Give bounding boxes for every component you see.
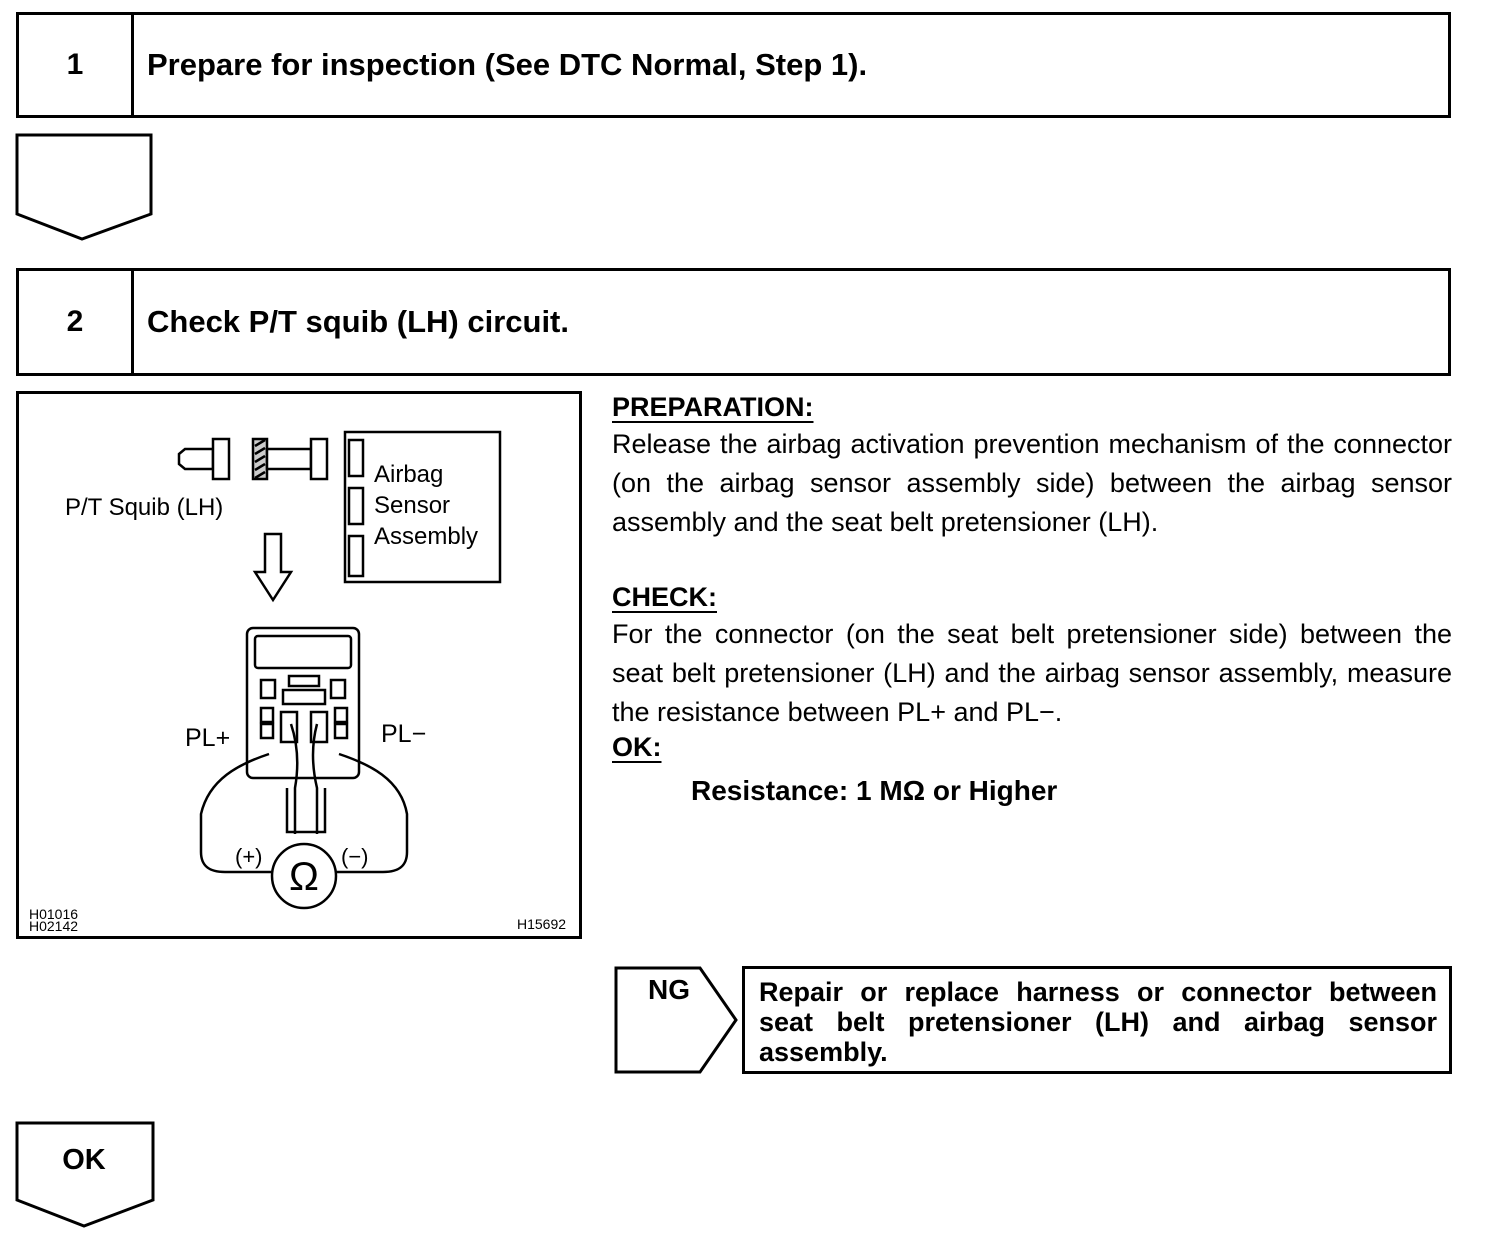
ng-result: NG Repair or replace harness or connecto…	[612, 964, 1454, 1076]
step-1-number: 1	[19, 15, 134, 115]
ok-label: OK:	[612, 732, 662, 762]
step-2-box: 2 Check P/T squib (LH) circuit.	[16, 268, 1451, 376]
instruction-column: PREPARATION: Release the airbag activati…	[612, 392, 1452, 807]
squib-connector-icon	[177, 437, 329, 481]
connector-face-icon	[245, 626, 361, 834]
sensor-label-line2: Sensor	[374, 492, 450, 519]
sensor-label-line1: Airbag	[374, 461, 443, 488]
ref-code-1: H01016	[29, 906, 78, 922]
pl-plus-label: PL+	[185, 724, 230, 752]
meter-plus-label: (+)	[235, 844, 263, 869]
step-2-title: Check P/T squib (LH) circuit.	[147, 304, 569, 339]
ok-flow-arrow: OK	[14, 1120, 160, 1232]
ng-label: NG	[648, 974, 690, 1005]
squib-label: P/T Squib (LH)	[65, 494, 223, 521]
step-1-title: Prepare for inspection (See DTC Normal, …	[147, 47, 868, 82]
step-2-number: 2	[19, 271, 134, 373]
step-1-box: 1 Prepare for inspection (See DTC Normal…	[16, 12, 1451, 118]
pl-minus-label: PL−	[381, 720, 426, 748]
ng-action-text: Repair or replace harness or connector b…	[759, 977, 1437, 1067]
meter-minus-label: (−)	[341, 844, 369, 869]
ok-flow-label: OK	[62, 1144, 106, 1176]
check-label: CHECK:	[612, 582, 717, 612]
down-arrow-icon	[252, 532, 294, 603]
ng-action-box: Repair or replace harness or connector b…	[742, 966, 1452, 1074]
sensor-label-line3: Assembly	[374, 523, 478, 550]
ng-arrow-icon	[614, 966, 738, 1074]
meter-leads	[199, 752, 409, 874]
preparation-text: Release the airbag activation prevention…	[612, 429, 1452, 537]
ohmmeter-icon	[270, 842, 338, 910]
preparation-label: PREPARATION:	[612, 392, 814, 422]
circuit-diagram: P/T Squib (LH) Airbag Sensor Assembly	[16, 391, 582, 939]
ref-code-2: H02142	[29, 918, 78, 934]
check-text: For the connector (on the seat belt pret…	[612, 619, 1452, 727]
airbag-sensor-box-icon	[343, 430, 502, 584]
flow-arrow-down-icon	[15, 133, 153, 241]
ok-flow-arrow-icon	[15, 1121, 155, 1228]
ohmmeter-symbol: Ω	[289, 855, 319, 899]
ok-spec: Resistance: 1 MΩ or Higher	[691, 775, 1058, 806]
ref-code-3: H15692	[517, 916, 566, 932]
